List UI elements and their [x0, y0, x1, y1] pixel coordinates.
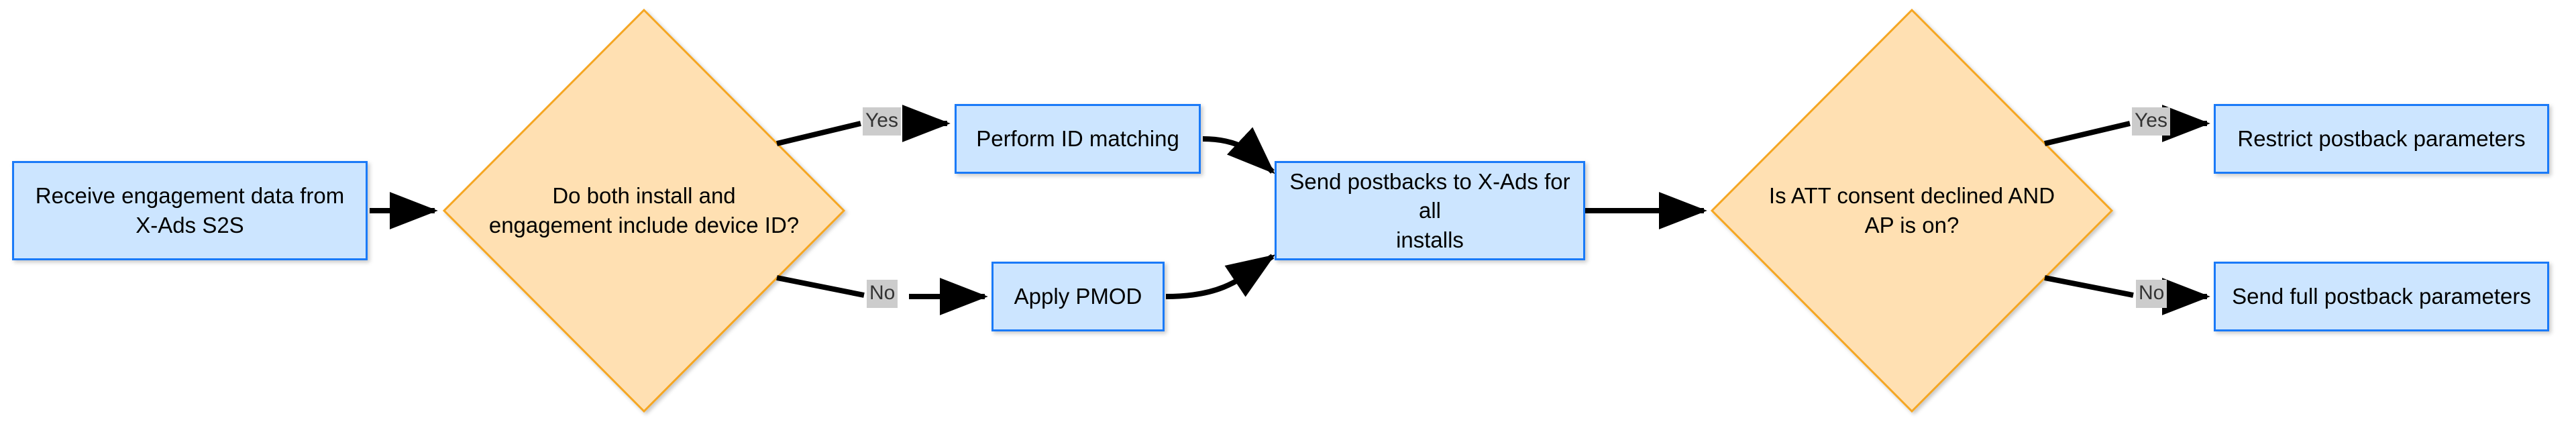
node-label-line2: engagement include device ID? — [488, 213, 800, 237]
node-label: Restrict postback parameters — [2237, 126, 2526, 152]
node-label-line2: installs — [1396, 227, 1464, 252]
node-perform-id-matching[interactable]: Perform ID matching — [955, 104, 1201, 174]
node-receive-engagement-data[interactable]: Receive engagement data from X-Ads S2S — [12, 161, 368, 260]
edge-idmatch-to-postbacks — [1202, 127, 1275, 174]
node-send-postbacks[interactable]: Send postbacks to X-Ads for all installs — [1275, 161, 1585, 260]
edge-label-yes-att: Yes — [2132, 107, 2170, 136]
node-label-line2: X-Ads S2S — [136, 213, 244, 237]
node-send-full-postback-parameters[interactable]: Send full postback parameters — [2214, 262, 2549, 331]
node-apply-pmod[interactable]: Apply PMOD — [991, 262, 1165, 331]
node-label-line1: Send postbacks to X-Ads for all — [1289, 168, 1570, 223]
node-device-id-decision[interactable]: Do both install and engagement include d… — [444, 10, 844, 411]
node-label: Apply PMOD — [1014, 284, 1142, 309]
node-label-line1: Is ATT consent declined AND — [1768, 183, 2055, 209]
node-label: Perform ID matching — [976, 126, 1179, 152]
node-label-line1: Do both install and — [552, 183, 736, 209]
node-label-line1: Receive engagement data from — [35, 183, 345, 209]
edge-label-no-att: No — [2136, 280, 2167, 308]
node-label-line2: AP is on? — [1864, 213, 1960, 237]
node-label: Send full postback parameters — [2232, 284, 2531, 309]
edge-label-no-device-id: No — [867, 280, 898, 308]
edge-label-yes-device-id: Yes — [863, 107, 901, 136]
node-att-consent-decision[interactable]: Is ATT consent declined AND AP is on? — [1712, 10, 2112, 411]
edge-pmod-to-postbacks — [1165, 254, 1275, 299]
node-restrict-postback-parameters[interactable]: Restrict postback parameters — [2214, 104, 2549, 174]
